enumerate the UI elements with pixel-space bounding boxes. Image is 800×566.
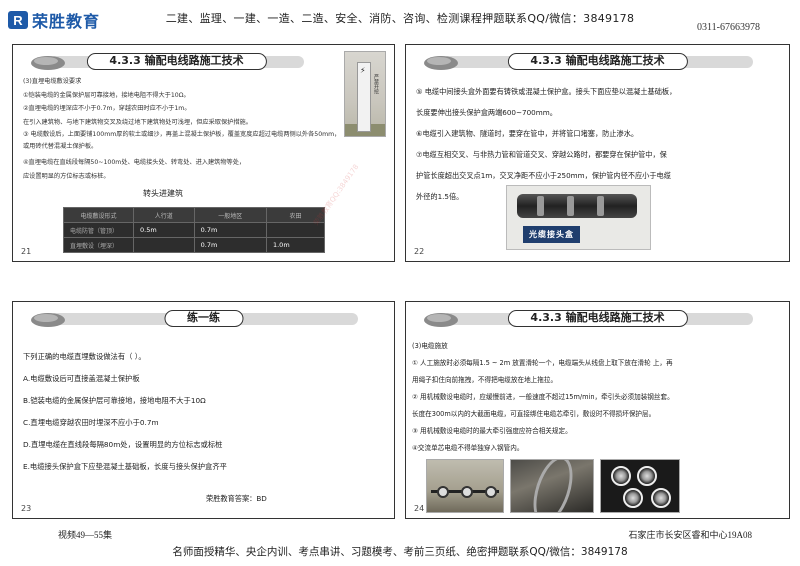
- lightning-icon: ⚡: [360, 66, 366, 75]
- body-line: (3)电缆施放: [412, 342, 448, 350]
- slide-22: 4.3.3 输配电线路施工技术 ⑤ 电缆中间接头盒外面要有铸铁或混凝土保护盒。接…: [405, 44, 790, 262]
- table-cell: 电缆防管（管顶）: [63, 222, 134, 238]
- slide-title: 4.3.3 输配电线路施工技术: [86, 53, 267, 70]
- stone-icon: [31, 313, 65, 327]
- option-line: D.直埋电缆在直线段每隔80m处，设置明显的方位标志或标桩: [23, 440, 223, 449]
- question-line: 下列正确的电缆直埋敷设做法有（ ）。: [23, 352, 146, 361]
- slide-23: 练一练 下列正确的电缆直埋敷设做法有（ ）。 A.电缆敷设后可直接盖混凝土保护板…: [12, 301, 395, 519]
- table-cell: 0.7m: [193, 222, 267, 238]
- body-line: ①铠装电缆的金属保护层可靠接地，接地电阻不得大于10Ω。: [23, 91, 190, 99]
- table-header-cell: 一般地区: [193, 207, 267, 223]
- answer-text: 荣胜教育答案：BD: [206, 494, 267, 503]
- transfer-label: 转头进建筑: [143, 189, 183, 198]
- slide-title: 练一练: [164, 310, 243, 327]
- slide-number: 24: [414, 504, 425, 513]
- cable-roller-photo: [426, 459, 504, 513]
- slide-number: 22: [414, 247, 425, 256]
- body-line: ② 用机械敷设电缆时，应缓慢前进，一般速度不超过15m/min，牵引头必须加装钢…: [412, 393, 674, 401]
- table-header-cell: 人行道: [133, 207, 195, 223]
- body-line: 在引入建筑物、与地下建筑物交叉及绕过地下建筑物处可浅埋，但应采取保护措施。: [23, 118, 252, 126]
- table-header-cell: 农田: [265, 207, 326, 223]
- table-cell: 直埋敷设（埋深）: [63, 237, 134, 253]
- body-line: ③ 电缆敷设后，上面要铺100mm厚的软土或细沙，再盖上混凝土保护板，覆盖宽度应…: [23, 131, 341, 150]
- body-line: 外径的1.5倍。: [416, 192, 464, 201]
- option-line: B.铠装电缆的金属保护层可靠接地，接地电阻不大于10Ω: [23, 396, 206, 405]
- table-header-row: 电缆敷设形式 人行道 一般地区 农田: [63, 207, 326, 223]
- slide-body: ⑤ 电缆中间接头盒外面要有铸铁或混凝土保护盒。接头下面应垫以混凝土基础板， 长度…: [416, 81, 776, 207]
- slide-title: 4.3.3 输配电线路施工技术: [507, 53, 688, 70]
- slide-title-bar: 4.3.3 输配电线路施工技术: [19, 51, 334, 71]
- stone-icon: [31, 56, 65, 70]
- table-cell: 0.5m: [133, 222, 195, 238]
- footer-address: 石家庄市长安区睿和中心19A08: [628, 530, 752, 540]
- body-line: ④直埋电缆在直线段每隔50~100m处、电缆接头处、转弯处、进入建筑物等处，: [23, 159, 246, 166]
- slide-number: 23: [21, 504, 32, 513]
- logo-icon: R: [8, 11, 28, 29]
- header-title: 二建、监理、一建、一造、二造、安全、消防、咨询、检测课程押题联系QQ/微信：38…: [165, 12, 635, 25]
- body-line: 长度在300m以内的大截面电缆，可直接绑住电缆芯牵引，敷设时不得损坏保护层。: [412, 410, 656, 418]
- slide-body: (3)直埋电缆敷设要求 ①铠装电缆的金属保护层可靠接地，接地电阻不得大于10Ω。…: [23, 75, 343, 183]
- body-line: ⑦电缆互相交叉、与非热力管和管道交叉、穿越公路时，都要穿在保护管中，保: [416, 150, 667, 159]
- body-line: 用绳子扣住向前拖拽，不得把电缆放在地上拖拉。: [412, 376, 558, 384]
- body-line: ① 人工施放时必须每隔1.5 ~ 2m 放置滑轮一个，电缆端头从线盘上取下放在滑…: [412, 359, 673, 367]
- stone-icon: [424, 313, 458, 327]
- footer-title: 名师面授精华、央企内训、考点串讲、习题模考、考前三页纸、绝密押题联系QQ/微信：…: [172, 546, 628, 558]
- junction-box-photo: 光缆接头盒: [506, 185, 651, 250]
- body-line: ③ 用机械敷设电缆时的最大牵引强度应符合相关规定。: [412, 427, 572, 435]
- option-line: A.电缆敷设后可直接盖混凝土保护板: [23, 374, 140, 383]
- slide-21: 4.3.3 输配电线路施工技术 ⚡ 严禁开挖 (3)直埋电缆敷设要求 ①铠装电缆…: [12, 44, 395, 262]
- slide-body: 下列正确的电缆直埋敷设做法有（ ）。 A.电缆敷设后可直接盖混凝土保护板 B.铠…: [23, 346, 353, 478]
- single-core-cable-photo: [600, 459, 680, 513]
- body-line: 应设置明显的方位标志或标桩。: [23, 172, 110, 180]
- burial-depth-table: 电缆敷设形式 人行道 一般地区 农田 电缆防管（管顶） 0.5m 0.7m 直埋…: [63, 207, 326, 253]
- body-line: ⑥电缆引入建筑物、隧道时，要穿在管中，并将管口堵塞，防止渗水。: [416, 129, 639, 138]
- header-phone: 0311-67663978: [697, 22, 760, 33]
- table-cell: 0.7m: [193, 237, 267, 253]
- slide-title-bar: 4.3.3 输配电线路施工技术: [412, 308, 783, 328]
- brand-logo: R 荣胜教育: [8, 8, 100, 32]
- marker-text: 严禁开挖: [373, 74, 379, 94]
- body-line: ②直埋电缆的埋深应不小于0.7m，穿越农田时应不小于1m。: [23, 105, 191, 112]
- table-cell: 1.0m: [265, 237, 326, 253]
- stone-icon: [424, 56, 458, 70]
- body-line: ④交流单芯电缆不得单独穿入钢管内。: [412, 444, 524, 452]
- slide-title: 4.3.3 输配电线路施工技术: [507, 310, 688, 327]
- footer-video-range: 视频49—55集: [58, 530, 113, 540]
- junction-box-label: 光缆接头盒: [523, 226, 580, 243]
- slide-body: (3)电缆施放 ① 人工施放时必须每隔1.5 ~ 2m 放置滑轮一个，电缆端头从…: [412, 338, 784, 457]
- body-line: 护管长度超出交叉点1m，交叉净距不应小于250mm，保护管内径不应小于电缆: [416, 171, 671, 180]
- table-header-cell: 电缆敷设形式: [63, 207, 134, 223]
- body-line: (3)直埋电缆敷设要求: [23, 78, 82, 85]
- slide-number: 21: [21, 247, 32, 256]
- slide-title-bar: 4.3.3 输配电线路施工技术: [412, 51, 783, 71]
- cable-pulling-photo: [510, 459, 594, 513]
- body-line: ⑤ 电缆中间接头盒外面要有铸铁或混凝土保护盒。接头下面应垫以混凝土基础板，: [416, 87, 677, 96]
- page-header: R 荣胜教育 二建、监理、一建、一造、二造、安全、消防、咨询、检测课程押题联系Q…: [0, 0, 800, 38]
- slide-title-bar: 练一练: [19, 308, 388, 328]
- option-line: C.直埋电缆穿越农田时埋深不应小于0.7m: [23, 418, 159, 427]
- body-line: 长度要伸出接头保护盒两端600~700mm。: [416, 108, 557, 117]
- slide-24: 4.3.3 输配电线路施工技术 (3)电缆施放 ① 人工施放时必须每隔1.5 ~…: [405, 301, 790, 519]
- marker-post-photo: ⚡ 严禁开挖: [344, 51, 386, 137]
- option-line: E.电缆接头保护盒下应垫混凝土基础板，长度与接头保护盒齐平: [23, 462, 227, 471]
- table-cell: [133, 237, 195, 253]
- table-row: 电缆防管（管顶） 0.5m 0.7m: [63, 222, 326, 238]
- table-row: 直埋敷设（埋深） 0.7m 1.0m: [63, 237, 326, 253]
- logo-text: 荣胜教育: [32, 12, 101, 31]
